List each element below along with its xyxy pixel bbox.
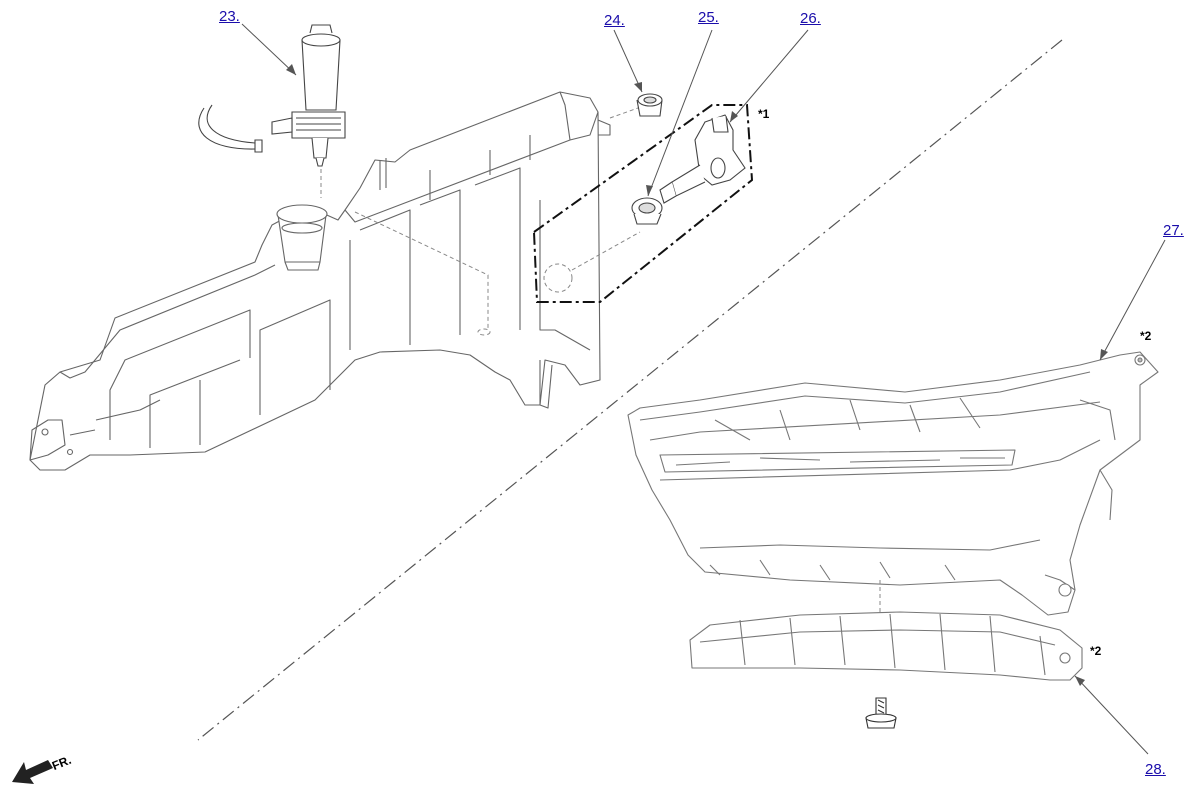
filler-neck [276, 204, 328, 271]
callout-28[interactable]: 28. [1145, 761, 1166, 778]
hidden-lines [320, 107, 641, 336]
washer-pump [198, 24, 346, 167]
note-2-headlamp: *2 [1140, 329, 1152, 343]
callout-26[interactable]: 26. [800, 10, 821, 27]
front-arrow-icon [12, 760, 53, 784]
headlamp [627, 351, 1159, 616]
callout-23[interactable]: 23. [219, 8, 240, 25]
sensor-frame [532, 104, 754, 303]
washer-tank [29, 91, 611, 471]
grommet-25 [631, 197, 663, 225]
grommet-24 [636, 93, 663, 117]
callout-24[interactable]: 24. [604, 12, 625, 29]
leader-arrowheads [286, 64, 1108, 686]
headlamp-bracket [689, 611, 1083, 681]
bolt [865, 697, 897, 729]
section-divider [197, 39, 1063, 741]
level-sensor [659, 114, 746, 204]
callout-27[interactable]: 27. [1163, 222, 1184, 239]
leader-lines [241, 23, 1166, 755]
note-2-bracket: *2 [1090, 644, 1102, 658]
note-1: *1 [758, 107, 770, 121]
callout-25[interactable]: 25. [698, 9, 719, 26]
